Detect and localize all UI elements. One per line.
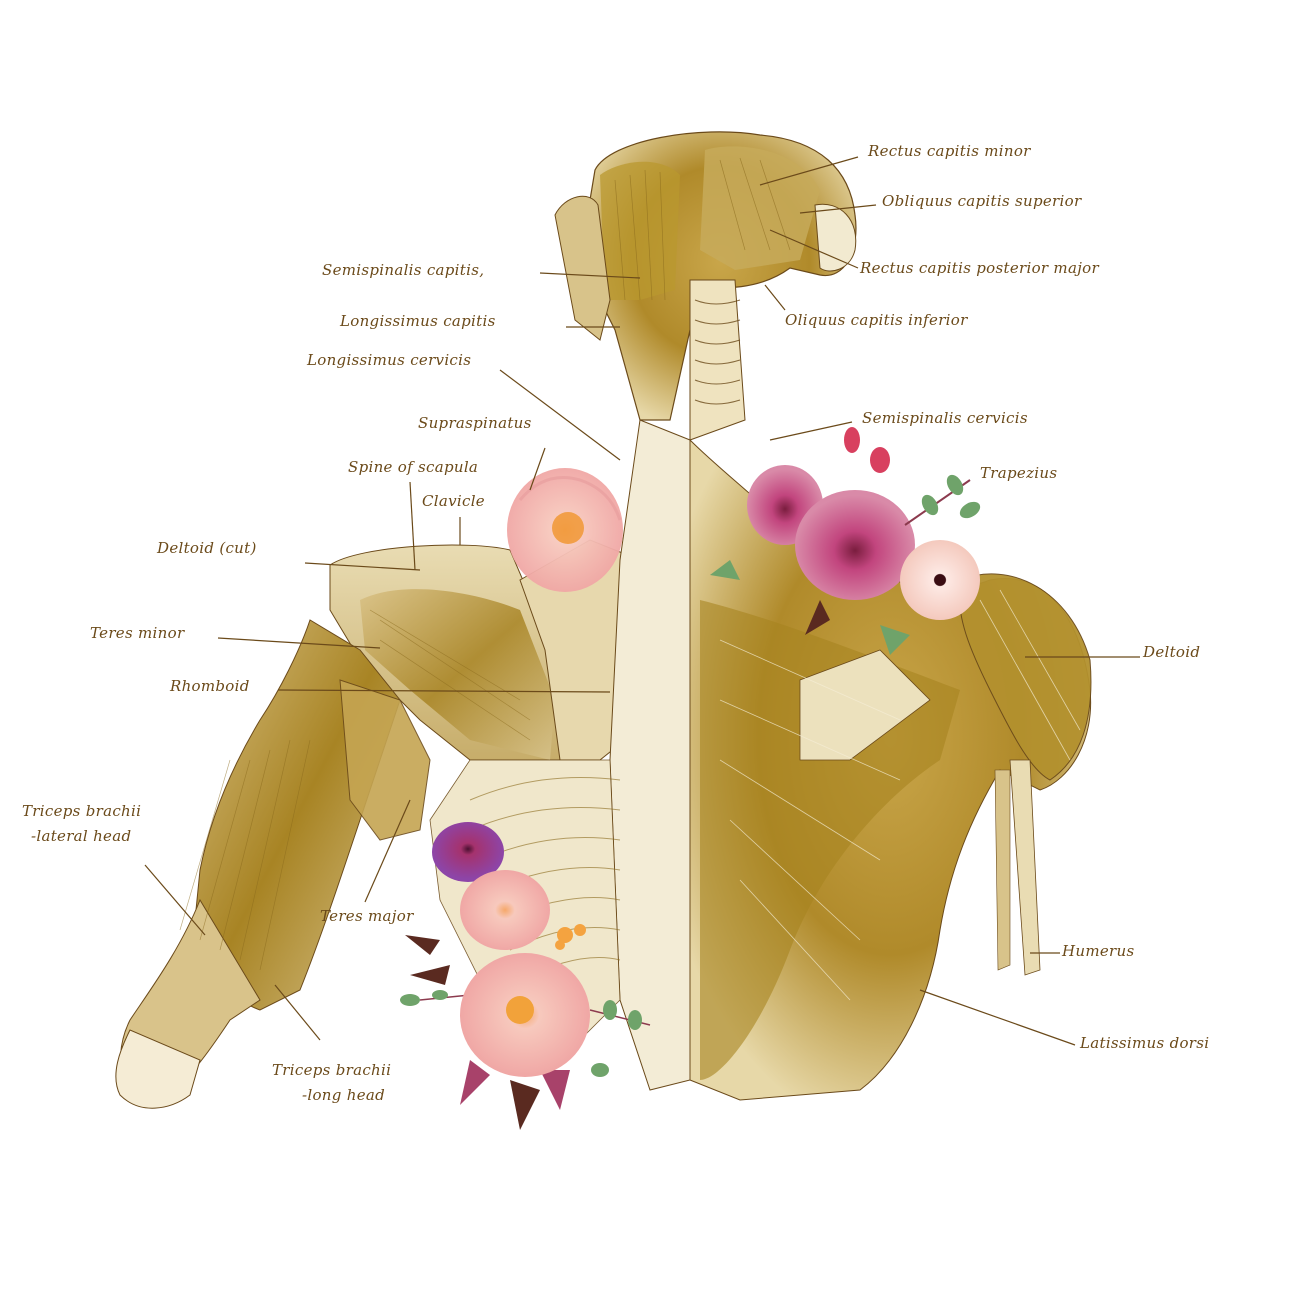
- label-trapezius: Trapezius: [980, 464, 1058, 482]
- label-semispinalis-cervicis: Semispinalis cervicis: [862, 409, 1028, 427]
- label-rectus-capitis-posterior-major: Rectus capitis posterior major: [860, 259, 1099, 277]
- label-triceps-long-head: Triceps brachii -long head: [272, 1061, 392, 1105]
- label-triceps-lateral-head: Triceps brachii -lateral head: [22, 802, 142, 846]
- label-obliquus-capitis-inferior: Oliquus capitis inferior: [785, 311, 968, 329]
- label-latissimus-dorsi: Latissimus dorsi: [1080, 1034, 1210, 1052]
- label-triceps-long-line1: Triceps brachii: [272, 1061, 392, 1079]
- head-neck-muscles: [554, 131, 857, 441]
- leader-lines: [144, 156, 1140, 1046]
- flower-right-shoulder-bouquet: [710, 427, 981, 655]
- label-semispinalis-capitis: Semispinalis capitis,: [322, 261, 485, 279]
- label-longissimus-cervicis: Longissimus cervicis: [307, 351, 472, 369]
- label-spine-of-scapula: Spine of scapula: [348, 458, 479, 476]
- label-obliquus-capitis-superior: Obliquus capitis superior: [882, 192, 1082, 210]
- label-triceps-lateral-line2: -lateral head: [31, 827, 132, 846]
- label-clavicle: Clavicle: [422, 492, 485, 510]
- flower-lower-bouquet: [400, 822, 651, 1130]
- label-humerus: Humerus: [1062, 942, 1135, 960]
- label-deltoid: Deltoid: [1143, 643, 1201, 661]
- label-teres-minor: Teres minor: [90, 624, 185, 642]
- right-back-muscles: [689, 438, 1092, 1101]
- label-rectus-capitis-minor: Rectus capitis minor: [868, 142, 1031, 160]
- label-teres-major: Teres major: [320, 907, 414, 925]
- label-deltoid-cut: Deltoid (cut): [157, 539, 257, 557]
- label-rhomboid: Rhomboid: [170, 677, 250, 695]
- label-supraspinatus: Supraspinatus: [418, 414, 532, 432]
- label-triceps-lateral-line1: Triceps brachii: [22, 802, 142, 820]
- label-longissimus-capitis: Longissimus capitis: [340, 312, 496, 330]
- label-triceps-long-line2: -long head: [302, 1086, 386, 1105]
- flower-left-shoulder: [507, 468, 623, 592]
